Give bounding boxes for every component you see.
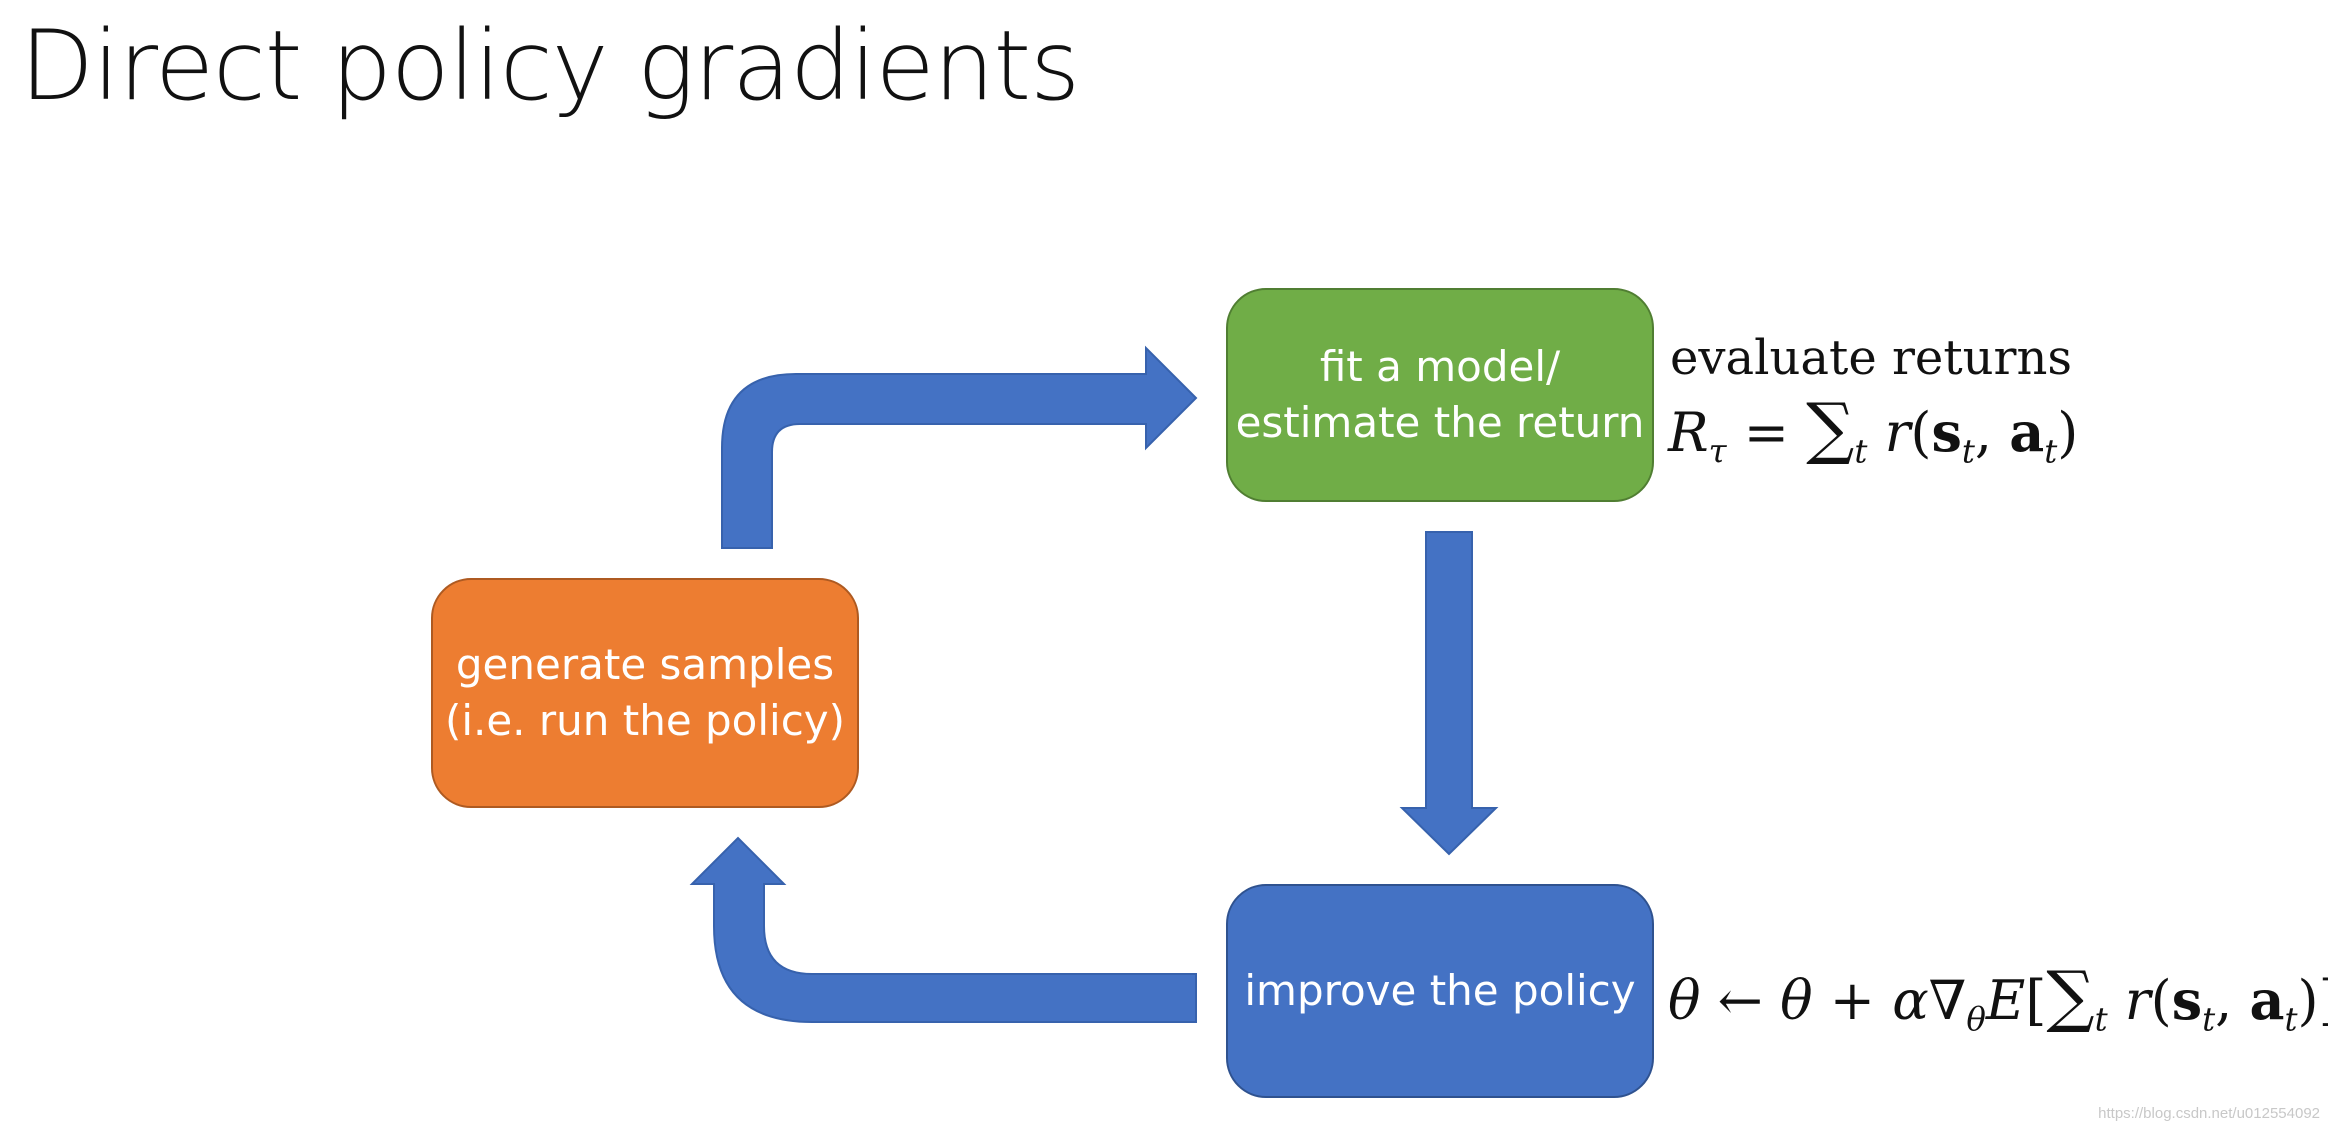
watermark: https://blog.csdn.net/u012554092 xyxy=(2098,1105,2320,1122)
fit-model-line1: fit a model/ xyxy=(1319,342,1561,391)
generate-samples-box: generate samples (i.e. run the policy) xyxy=(431,578,859,808)
generate-samples-line1: generate samples xyxy=(455,640,835,689)
arrow-generate-to-fit xyxy=(721,345,1198,549)
slide-title: Direct policy gradients xyxy=(20,10,1080,122)
policy-update-formula: θ ← θ + α∇θE[∑t r(st, at)] xyxy=(1668,956,2328,1039)
improve-policy-label: improve the policy xyxy=(1244,966,1636,1015)
improve-policy-box: improve the policy xyxy=(1226,884,1654,1098)
fit-model-box: fit a model/ estimate the return xyxy=(1226,288,1654,502)
fit-model-line2: estimate the return xyxy=(1235,398,1645,447)
evaluate-returns-label: evaluate returns xyxy=(1670,330,2073,386)
arrow-improve-to-generate xyxy=(689,836,1197,1023)
return-formula: Rτ = ∑t r(st, at) xyxy=(1668,388,2079,471)
arrow-fit-to-improve xyxy=(1399,531,1499,856)
generate-samples-line2: (i.e. run the policy) xyxy=(444,696,846,745)
